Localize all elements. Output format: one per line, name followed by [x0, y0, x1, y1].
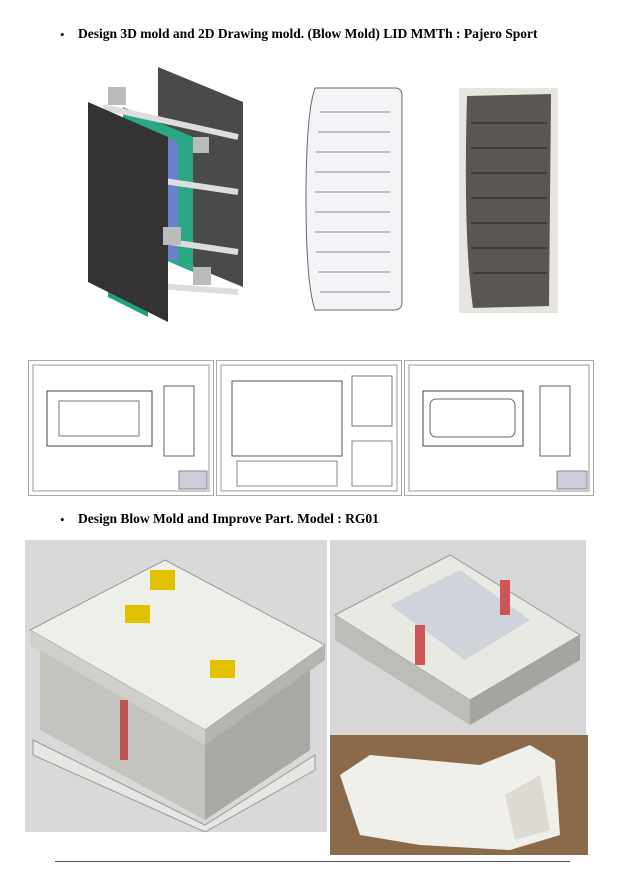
- blow-mold-3d-render-image: [25, 540, 327, 832]
- mold-drawing-sheet-1-image: [28, 360, 214, 496]
- blow-mold-open-render-image: [330, 540, 586, 735]
- bullet-1: •: [60, 27, 65, 42]
- rg01-part-photo-image: [330, 735, 588, 855]
- mold-drawing-sheet-3-image: [404, 360, 594, 496]
- footer-divider: [55, 861, 570, 862]
- mold-3d-render-image: [88, 67, 243, 322]
- mold-drawing-sheet-2-image: [216, 360, 402, 496]
- bullet-2: •: [60, 512, 65, 527]
- section-heading-pajero: Design 3D mold and 2D Drawing mold. (Blo…: [78, 26, 538, 41]
- section-heading-rg01: Design Blow Mold and Improve Part. Model…: [78, 511, 379, 526]
- lid-part-photo-image: [459, 88, 558, 313]
- lid-part-drawing-image: [305, 87, 403, 311]
